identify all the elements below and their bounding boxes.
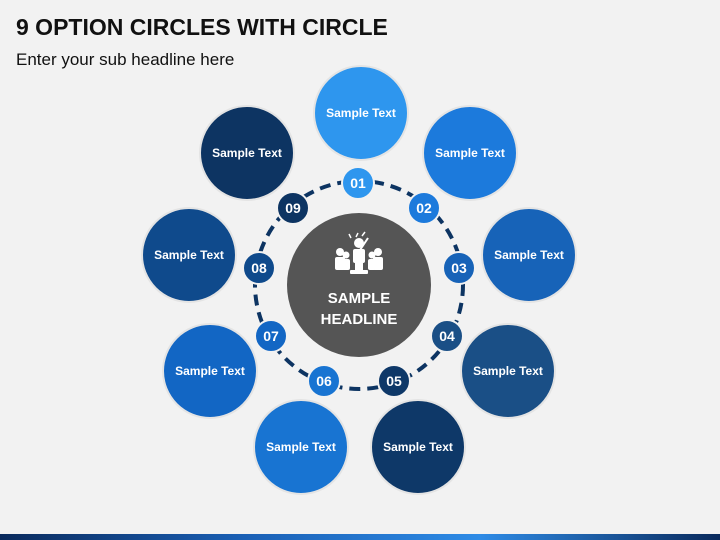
option-circle-08: Sample Text [141, 207, 237, 303]
option-text: Sample Text [175, 364, 245, 378]
number-badge-05: 05 [377, 364, 411, 398]
number-badge-01: 01 [341, 166, 375, 200]
option-circle-shape [313, 65, 409, 161]
option-circle-01: Sample Text [313, 65, 409, 161]
option-text: Sample Text [494, 248, 564, 262]
number-badge-02: 02 [407, 191, 441, 225]
number-badge-09: 09 [276, 191, 310, 225]
number-badge-shape [307, 364, 341, 398]
option-circle-04: Sample Text [460, 323, 556, 419]
number-badge-label: 02 [416, 200, 432, 216]
option-text: Sample Text [383, 440, 453, 454]
number-badge-shape [442, 251, 476, 285]
page-subtitle: Enter your sub headline here [16, 50, 235, 69]
option-text: Sample Text [212, 146, 282, 160]
number-badge-shape [254, 319, 288, 353]
number-badge-shape [276, 191, 310, 225]
option-circle-06: Sample Text [253, 399, 349, 495]
option-circle-shape [253, 399, 349, 495]
option-text: Sample Text [435, 146, 505, 160]
number-badge-label: 01 [350, 175, 366, 191]
option-text: Sample Text [473, 364, 543, 378]
number-badge-label: 08 [251, 260, 267, 276]
option-circle-shape [199, 105, 295, 201]
page-title: 9 OPTION CIRCLES WITH CIRCLE [16, 14, 388, 40]
people-leader-icon [335, 231, 383, 274]
option-circle-shape [370, 399, 466, 495]
option-text: Sample Text [266, 440, 336, 454]
bottom-accent-bar [0, 534, 720, 540]
option-circle-shape [141, 207, 237, 303]
option-circle-03: Sample Text [481, 207, 577, 303]
center-headline-line1: SAMPLE [328, 290, 391, 307]
number-badge-03: 03 [442, 251, 476, 285]
center-circle [287, 213, 431, 357]
number-badge-shape [407, 191, 441, 225]
number-badge-label: 05 [386, 373, 402, 389]
number-badge-shape [430, 319, 464, 353]
number-badge-label: 06 [316, 373, 332, 389]
number-badge-07: 07 [254, 319, 288, 353]
number-badge-shape [377, 364, 411, 398]
option-text: Sample Text [326, 106, 396, 120]
number-badge-shape [341, 166, 375, 200]
number-badge-04: 04 [430, 319, 464, 353]
number-badge-08: 08 [242, 251, 276, 285]
number-badge-label: 07 [263, 328, 279, 344]
number-badge-label: 09 [285, 200, 301, 216]
option-circle-02: Sample Text [422, 105, 518, 201]
number-badge-06: 06 [307, 364, 341, 398]
center-headline-line2: HEADLINE [321, 311, 398, 328]
option-circle-05: Sample Text [370, 399, 466, 495]
option-circle-07: Sample Text [162, 323, 258, 419]
option-circle-shape [162, 323, 258, 419]
option-circle-09: Sample Text [199, 105, 295, 201]
option-circle-shape [481, 207, 577, 303]
option-text: Sample Text [154, 248, 224, 262]
option-circle-shape [460, 323, 556, 419]
number-badge-shape [242, 251, 276, 285]
number-badge-label: 03 [451, 260, 467, 276]
option-circle-shape [422, 105, 518, 201]
number-badge-label: 04 [439, 328, 455, 344]
